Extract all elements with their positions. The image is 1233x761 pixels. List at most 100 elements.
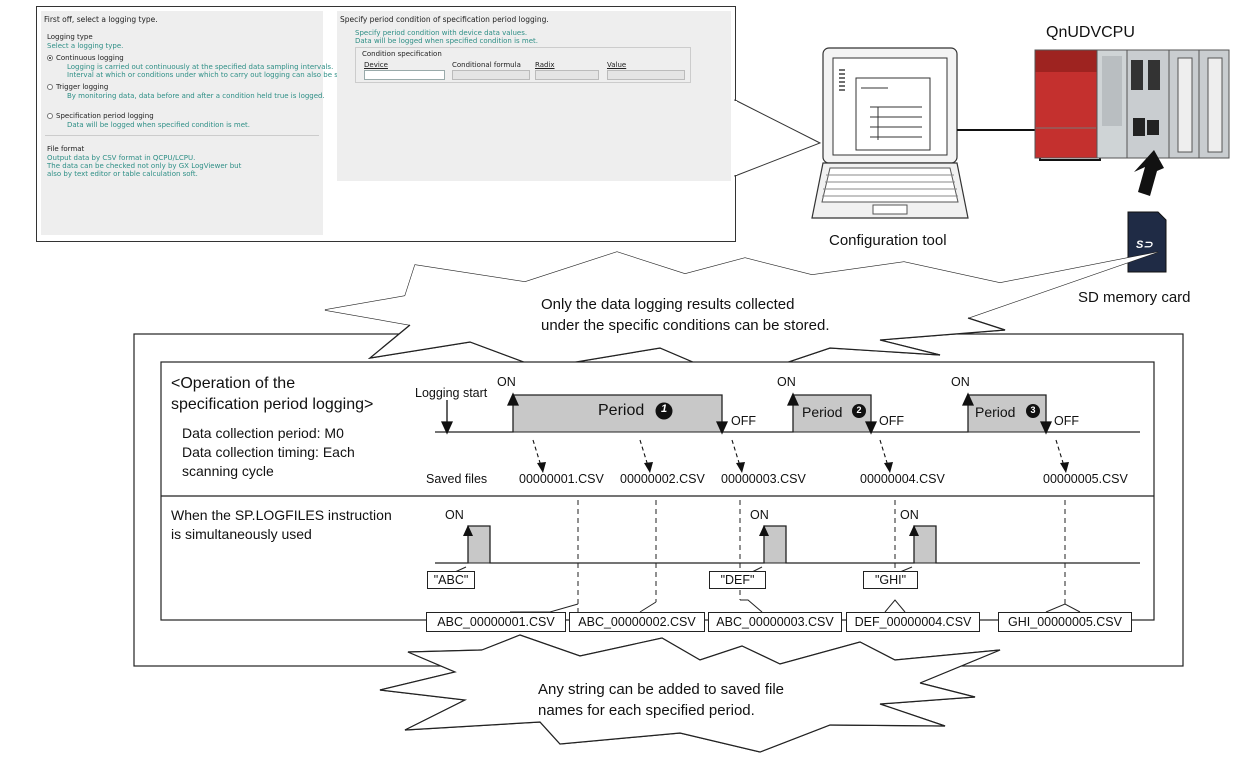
plc-unit-icon [1034,49,1230,159]
saved-file: 00000002.CSV [620,472,705,486]
period-number-badges [655,402,1040,420]
renamed-file: DEF_00000004.CSV [846,612,980,632]
collection-timing: scanning cycle [182,463,274,479]
speech-pointer [734,99,822,177]
callout-top-line: Only the data logging results collected [541,296,795,313]
callout-top-fill [325,252,1158,380]
formula-select[interactable] [452,70,530,80]
condition-group-label: Condition specification [362,50,442,58]
logfiles-note: When the SP.LOGFILES instruction is simu… [171,506,392,544]
logfiles-line: is simultaneously used [171,526,312,542]
insert-arrow-icon [1134,150,1164,196]
period-condition-desc: Specify period condition with device dat… [355,29,528,37]
logfiles-line: When the SP.LOGFILES instruction [171,507,392,523]
period-label: Period [802,404,843,420]
saved-file-arrowheads [537,462,1069,473]
logging-type-label: Logging type [47,33,93,41]
radio-selected-icon [47,55,53,61]
cpu-label: QnUDVCPU [1046,24,1135,41]
logging-type-heading: First off, select a logging type. [44,15,158,24]
off-label: OFF [879,414,904,428]
radio-continuous-logging[interactable]: Continuous logging [47,54,124,62]
callout-bottom-line: Any string can be added to saved file [538,681,784,698]
on-label: ON [900,508,919,522]
renamed-file: ABC_00000003.CSV [708,612,842,632]
callout-bottom-text: Any string can be added to saved file na… [538,679,784,721]
off-label: OFF [731,414,756,428]
on-label: ON [750,508,769,522]
saved-file-arrows [532,439,1065,467]
value-col-label: Value [607,61,627,69]
device-col-label: Device [364,61,388,69]
saved-file: 00000005.CSV [1043,472,1128,486]
option-label: Trigger logging [56,83,109,91]
collection-timing: Data collection timing: Each [182,444,355,460]
string-label-def: "DEF" [709,571,766,589]
logging-start-label: Logging start [415,386,488,400]
collection-period: Data collection period: M0 [182,425,344,441]
file-format-desc: Output data by CSV format in QCPU/LCPU. [47,154,196,162]
callout-bottom-edge [379,649,976,753]
option-desc: By monitoring data, data before and afte… [67,92,325,100]
file-format-desc: also by text editor or table calculation… [47,170,198,178]
option-desc: Data will be logged when specified condi… [67,121,250,129]
saved-file: 00000003.CSV [721,472,806,486]
divider [45,135,319,136]
logging-type-pane: First off, select a logging type. Loggin… [41,11,368,235]
speech-pointer-cover [734,101,737,175]
condition-group [355,47,691,83]
laptop-icon [811,47,969,219]
svg-text:S⊃: S⊃ [1136,239,1153,251]
on-label: ON [777,375,796,389]
file-format-desc: The data can be checked not only by GX L… [47,162,242,170]
on-label: ON [445,508,464,522]
option-desc: Interval at which or conditions under wh… [67,71,368,79]
logfiles-waveform [435,525,1140,564]
device-input[interactable] [364,70,445,80]
radio-specification-period-logging[interactable]: Specification period logging [47,112,154,120]
callout-bottom-line: names for each specified period. [538,702,755,719]
on-label: ON [951,375,970,389]
timing-title: <Operation of the specification period l… [171,373,373,415]
m0-waveform [435,394,1140,433]
value-input[interactable] [607,70,685,80]
period-badge-3 [1026,404,1040,418]
radix-select[interactable] [535,70,599,80]
timing-notes: Data collection period: M0 Data collecti… [182,424,355,481]
edge-arrows [440,392,1053,435]
timing-title-line: specification period logging> [171,396,374,413]
saved-file: 00000004.CSV [860,472,945,486]
renamed-file: ABC_00000002.CSV [569,612,705,632]
off-label: OFF [1054,414,1079,428]
settings-screenshot: First off, select a logging type. Loggin… [36,6,736,242]
period-label: Period [598,402,645,419]
radio-icon [47,113,53,119]
period-condition-pane: Specify period condition of specificatio… [337,11,731,181]
callout-bottom-fill [380,635,1000,752]
period-num-1: 1 [660,403,668,415]
option-label: Continuous logging [56,54,124,62]
saved-file: 00000001.CSV [519,472,604,486]
period-condition-desc: Data will be logged when specified condi… [355,37,538,45]
period-num-2: 2 [856,405,862,415]
option-desc: Logging is carried out continuously at t… [67,63,334,71]
radix-col-label: Radix [535,61,555,69]
formula-col-label: Conditional formula [452,61,521,69]
period-num-3: 3 [1030,405,1036,415]
radio-trigger-logging[interactable]: Trigger logging [47,83,108,91]
callout-bottom-edge [481,634,1001,684]
timing-title-line: <Operation of the [171,375,296,392]
period-label: Period [975,404,1016,420]
on-label: ON [497,375,516,389]
callout-top-line: under the specific conditions can be sto… [541,317,830,334]
string-label-abc: "ABC" [427,571,475,589]
string-label-ghi: "GHI" [863,571,918,589]
option-label: Specification period logging [56,112,154,120]
period-condition-heading: Specify period condition of specificatio… [340,15,549,24]
renamed-file: ABC_00000001.CSV [426,612,566,632]
sd-card-icon: S⊃ [1127,211,1167,273]
tool-label: Configuration tool [829,232,947,249]
renamed-file: GHI_00000005.CSV [998,612,1132,632]
period-badge-2 [852,404,866,418]
